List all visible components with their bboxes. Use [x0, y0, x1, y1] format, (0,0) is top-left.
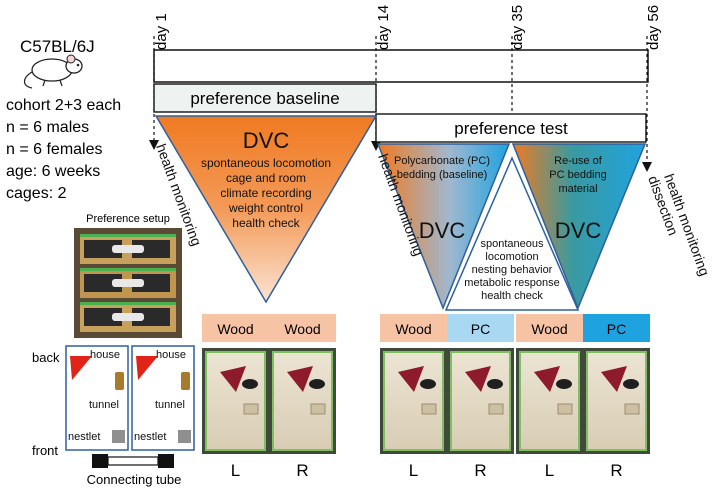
nestlet-icon — [178, 430, 191, 443]
cage-photo — [380, 348, 514, 454]
dvc-title: DVC — [243, 128, 290, 153]
bedding-label-right — [447, 314, 514, 342]
dvc-baseline-triangle — [154, 115, 378, 304]
timeline-bar — [153, 49, 649, 83]
pc-description: bedding (baseline) — [397, 169, 488, 181]
cage-side-right: R — [296, 461, 308, 480]
dvc-item: climate recording — [220, 186, 311, 200]
strain-label: C57BL/6J — [20, 37, 95, 56]
nestlet-label: nestlet — [134, 431, 166, 443]
day-label: day 14 — [375, 5, 392, 50]
cohort-line: cages: 2 — [6, 185, 67, 202]
reuse-description: PC bedding — [549, 169, 607, 181]
tunnel-label: tunnel — [155, 399, 185, 411]
nestlet-icon — [112, 430, 125, 443]
center-triangle — [444, 156, 580, 311]
preference-test-box — [375, 113, 647, 143]
nestlet-label: nestlet — [68, 431, 100, 443]
center-item: metabolic response — [464, 277, 559, 289]
front-label: front — [32, 443, 58, 458]
reuse-description: Re-use of — [554, 155, 603, 167]
bedding-left-text: Wood — [395, 321, 431, 337]
bedding-label-left — [380, 314, 447, 342]
bedding-left-text: Wood — [531, 321, 567, 337]
cage-side-left: L — [409, 461, 418, 480]
tunnel-icon — [181, 372, 190, 390]
house-label: house — [90, 349, 120, 361]
cohort-line: cohort 2+3 each — [6, 97, 121, 114]
cohort-line: age: 6 weeks — [6, 163, 100, 180]
cohort-info: cohort 2+3 each n = 6 males n = 6 female… — [6, 97, 121, 202]
center-item: locomotion — [485, 251, 538, 263]
dvc-reuse-title: DVC — [555, 218, 602, 243]
dvc-item: cage and room — [226, 171, 306, 185]
dvc-pc-triangle — [376, 143, 511, 311]
bedding-label-right — [583, 314, 650, 342]
house-icon — [136, 356, 158, 380]
bedding-label-right — [269, 314, 336, 342]
dvc-item: health check — [232, 216, 300, 230]
center-item: health check — [481, 290, 543, 302]
preference-baseline-label: preference baseline — [190, 89, 339, 108]
dvc-item: weight control — [228, 201, 303, 215]
bedding-left-text: Wood — [217, 321, 253, 337]
bedding-label-left — [202, 314, 269, 342]
connecting-tube — [92, 454, 174, 468]
day-label: day 1 — [153, 13, 170, 50]
house-icon — [70, 356, 92, 380]
bedding-label-left — [516, 314, 583, 342]
dvc-pc-title: DVC — [419, 218, 466, 243]
arrow-icon — [642, 162, 652, 172]
reuse-description: material — [558, 183, 597, 195]
cage-side-left: L — [545, 461, 554, 480]
back-label: back — [32, 350, 60, 365]
cage-photo — [202, 348, 336, 454]
cohort-line: n = 6 females — [6, 141, 103, 158]
setup-photo — [74, 228, 182, 338]
bedding-right-text: PC — [471, 321, 490, 337]
day-label: day 35 — [509, 5, 526, 50]
cohort-line: n = 6 males — [6, 119, 89, 136]
bedding-right-text: PC — [607, 321, 626, 337]
cage-photo — [516, 348, 650, 454]
preference-test-label: preference test — [454, 119, 568, 138]
mouse-icon — [23, 54, 83, 89]
setup-title: Preference setup — [86, 213, 170, 225]
center-item: nesting behavior — [472, 264, 553, 276]
pc-description: Polycarbonate (PC) — [394, 155, 490, 167]
cage-side-left: L — [231, 461, 240, 480]
connecting-tube-label: Connecting tube — [87, 472, 182, 487]
tunnel-label: tunnel — [89, 399, 119, 411]
tunnel-icon — [115, 372, 124, 390]
house-label: house — [156, 349, 186, 361]
preference-baseline-box — [153, 83, 377, 113]
arrow-icon — [149, 140, 159, 150]
timeline: day 1 day 14 day 35 day 56 — [149, 5, 662, 172]
cage-group: Wood PC L R — [516, 314, 650, 480]
cage-side-right: R — [610, 461, 622, 480]
dvc-item: spontaneous locomotion — [201, 156, 331, 170]
cage-side-right: R — [474, 461, 486, 480]
center-item: spontaneous — [481, 238, 544, 250]
bedding-right-text: Wood — [284, 321, 320, 337]
day-label: day 56 — [645, 5, 662, 50]
dvc-reuse-triangle — [511, 143, 647, 311]
cage-group: Wood PC L R — [380, 314, 514, 480]
